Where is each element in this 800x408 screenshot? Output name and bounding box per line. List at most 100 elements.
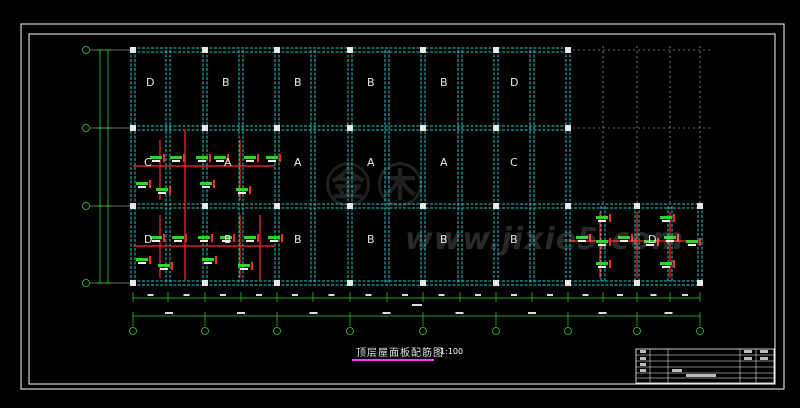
column-mark xyxy=(634,280,640,286)
rebar-annotation xyxy=(158,192,166,194)
dim-text xyxy=(547,294,553,296)
axis-bubble xyxy=(419,327,427,335)
dim-text xyxy=(617,294,623,296)
rebar-annotation xyxy=(662,220,670,222)
dim-text xyxy=(664,312,673,314)
column-mark xyxy=(347,280,353,286)
rebar-annotation xyxy=(686,240,698,243)
rebar-annotation xyxy=(204,262,212,264)
axis-bubble xyxy=(346,327,354,335)
rebar-annotation xyxy=(662,266,670,268)
column-mark xyxy=(130,47,136,53)
rebar-annotation xyxy=(238,264,250,267)
axis-bubble xyxy=(129,327,137,335)
dim-text xyxy=(511,294,517,296)
column-mark xyxy=(565,125,571,131)
rebar-annotation xyxy=(156,188,168,191)
rebar-annotation xyxy=(138,262,146,264)
axis-bubble xyxy=(273,327,281,335)
dim-text xyxy=(382,312,391,314)
column-mark xyxy=(420,280,426,286)
rebar-annotation xyxy=(172,236,184,239)
dim-text xyxy=(365,294,372,296)
slab-label: B xyxy=(294,76,302,89)
dim-text xyxy=(402,294,408,296)
rebar-annotation xyxy=(576,236,588,239)
dim-text xyxy=(438,294,445,296)
rebar-annotation xyxy=(609,260,611,268)
rebar-annotation xyxy=(578,240,586,242)
dim-text xyxy=(220,294,226,296)
rebar-annotation xyxy=(589,234,591,242)
rebar-annotation xyxy=(660,262,672,265)
rebar-annotation xyxy=(149,180,151,188)
rebar-annotation xyxy=(138,186,146,188)
slab-label: B xyxy=(440,233,448,246)
dim-text xyxy=(165,312,173,314)
dim-text xyxy=(237,312,245,314)
column-mark xyxy=(565,203,571,209)
slab-label: A xyxy=(440,156,448,169)
title-block xyxy=(635,348,775,384)
column-mark xyxy=(420,125,426,131)
rebar-annotation xyxy=(699,238,701,246)
column-mark xyxy=(347,125,353,131)
axis-bubble xyxy=(82,124,90,132)
rebar-annotation xyxy=(200,182,212,185)
column-mark xyxy=(202,125,208,131)
rebar-layer xyxy=(133,130,701,280)
dim-text xyxy=(183,294,190,296)
axis-bubble xyxy=(82,202,90,210)
column-mark xyxy=(697,280,703,286)
rebar-annotation xyxy=(227,154,229,162)
column-mark xyxy=(634,203,640,209)
rebar-annotation xyxy=(281,234,283,242)
column-mark xyxy=(565,47,571,53)
axis-bubble xyxy=(696,327,704,335)
slab-label: D xyxy=(648,233,656,246)
slab-label: B xyxy=(224,233,232,246)
column-mark xyxy=(274,203,280,209)
watermark-text: www.jixie5.com xyxy=(405,222,685,257)
dim-text xyxy=(455,312,464,314)
rebar-annotation xyxy=(268,236,280,239)
column-mark xyxy=(493,47,499,53)
rebar-annotation xyxy=(620,240,628,242)
rebar-annotation xyxy=(209,154,211,162)
rebar-annotation xyxy=(266,156,278,159)
rebar-annotation xyxy=(673,260,675,268)
rebar-annotation xyxy=(609,214,611,222)
rebar-annotation xyxy=(136,182,148,185)
column-mark xyxy=(202,280,208,286)
rebar-annotation xyxy=(257,234,259,242)
rebar-annotation xyxy=(688,244,696,246)
column-mark xyxy=(420,47,426,53)
slab-label: B xyxy=(222,76,230,89)
dim-text xyxy=(650,294,657,296)
rebar-annotation xyxy=(222,240,230,242)
rebar-annotation xyxy=(198,236,210,239)
slab-label: D xyxy=(510,76,518,89)
beam-lines xyxy=(130,47,703,286)
slab-label: A xyxy=(224,156,232,169)
rebar-annotation xyxy=(251,262,253,270)
rebar-annotation xyxy=(236,188,248,191)
rebar-annotation xyxy=(169,186,171,194)
rebar-annotation xyxy=(233,234,235,242)
rebar-annotation xyxy=(160,268,168,270)
slab-label: B xyxy=(367,233,375,246)
rebar-annotation xyxy=(149,256,151,264)
dim-text xyxy=(256,294,262,296)
outer-frame xyxy=(20,23,785,390)
column-mark xyxy=(347,203,353,209)
slab-label: C xyxy=(144,156,152,169)
slab-label: D xyxy=(144,233,152,246)
rebar-annotation xyxy=(644,240,656,243)
rebar-annotation xyxy=(596,240,608,243)
rebar-annotation xyxy=(136,258,148,261)
rebar-annotation xyxy=(270,240,278,242)
dim-text xyxy=(528,312,536,314)
rebar-annotation xyxy=(185,234,187,242)
rebar-annotation xyxy=(158,264,170,267)
dim-text xyxy=(412,304,422,306)
